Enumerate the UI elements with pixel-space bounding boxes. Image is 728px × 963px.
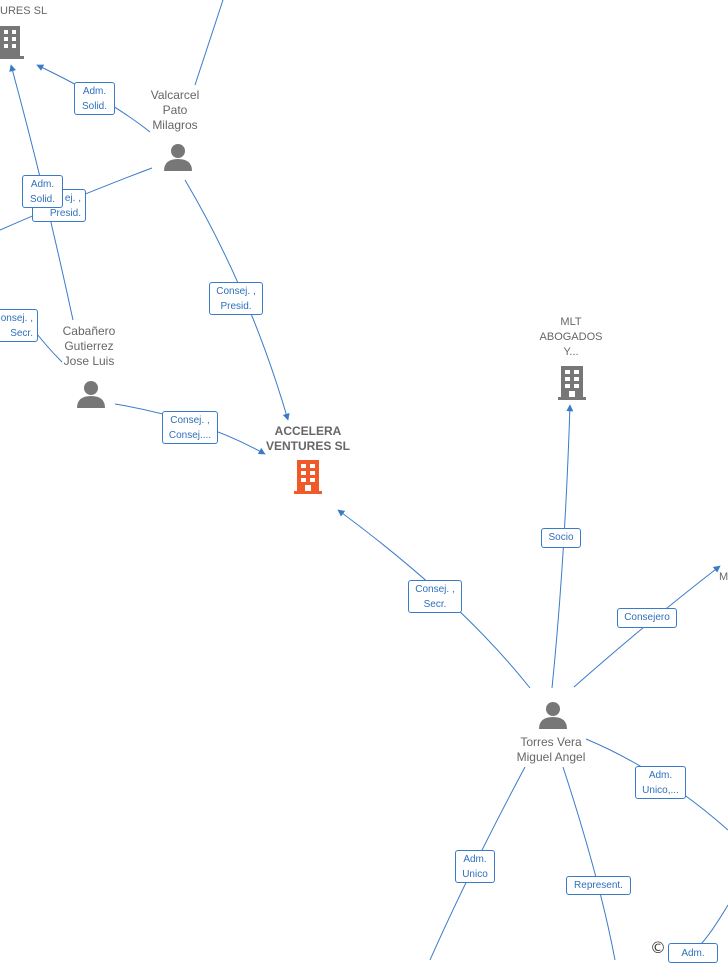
person-icon <box>539 702 567 729</box>
node-label-top-company[interactable]: URES SL <box>0 5 48 17</box>
edge-label-torres-adm-unico-dots[interactable]: Adm. Unico,... <box>635 766 686 799</box>
person-icon <box>77 381 105 408</box>
building-icon <box>0 26 24 59</box>
edge-label-torres-adm-unico[interactable]: Adm. Unico <box>455 850 495 883</box>
copyright-mark: © <box>650 938 666 957</box>
edge-label-left-cabanero[interactable]: onsej. , Secr. <box>0 309 38 342</box>
edge-torres-represent <box>562 766 616 960</box>
edge-top-line <box>194 0 224 86</box>
edge-torres-mlt <box>551 404 574 689</box>
edge-label-cabanero-top-company[interactable]: Adm. Solid. <box>22 175 63 208</box>
node-label-right-edge[interactable]: M <box>719 571 728 583</box>
node-label-mlt[interactable]: MLT ABOGADOS Y... <box>539 316 603 358</box>
edge-label-valcarcel-accelera[interactable]: Consej. , Presid. <box>209 282 263 315</box>
edge-bottom-right <box>699 904 728 946</box>
building-icon <box>558 366 586 400</box>
edge-label-bottom-adm[interactable]: Adm. <box>668 943 718 963</box>
edge-label-torres-represent[interactable]: Represent. <box>566 876 631 895</box>
edge-label-torres-mlt[interactable]: Socio <box>541 528 581 548</box>
edge-label-cabanero-accelera[interactable]: Consej. , Consej.... <box>162 411 218 444</box>
building-icon-focus <box>294 460 322 494</box>
edge-label-torres-accelera[interactable]: Consej. , Secr. <box>408 580 462 613</box>
edge-label-valcarcel-top-company[interactable]: Adm. Solid. <box>74 82 115 115</box>
node-label-cabanero[interactable]: Cabañero Gutierrez Jose Luis <box>62 324 116 368</box>
edge-label-torres-right[interactable]: Consejero <box>617 608 677 628</box>
node-label-accelera[interactable]: ACCELERA VENTURES SL <box>265 424 350 453</box>
person-icon <box>164 144 192 171</box>
node-label-valcarcel[interactable]: Valcarcel Pato Milagros <box>150 88 200 132</box>
node-label-torres[interactable]: Torres Vera Miguel Angel <box>516 735 586 764</box>
